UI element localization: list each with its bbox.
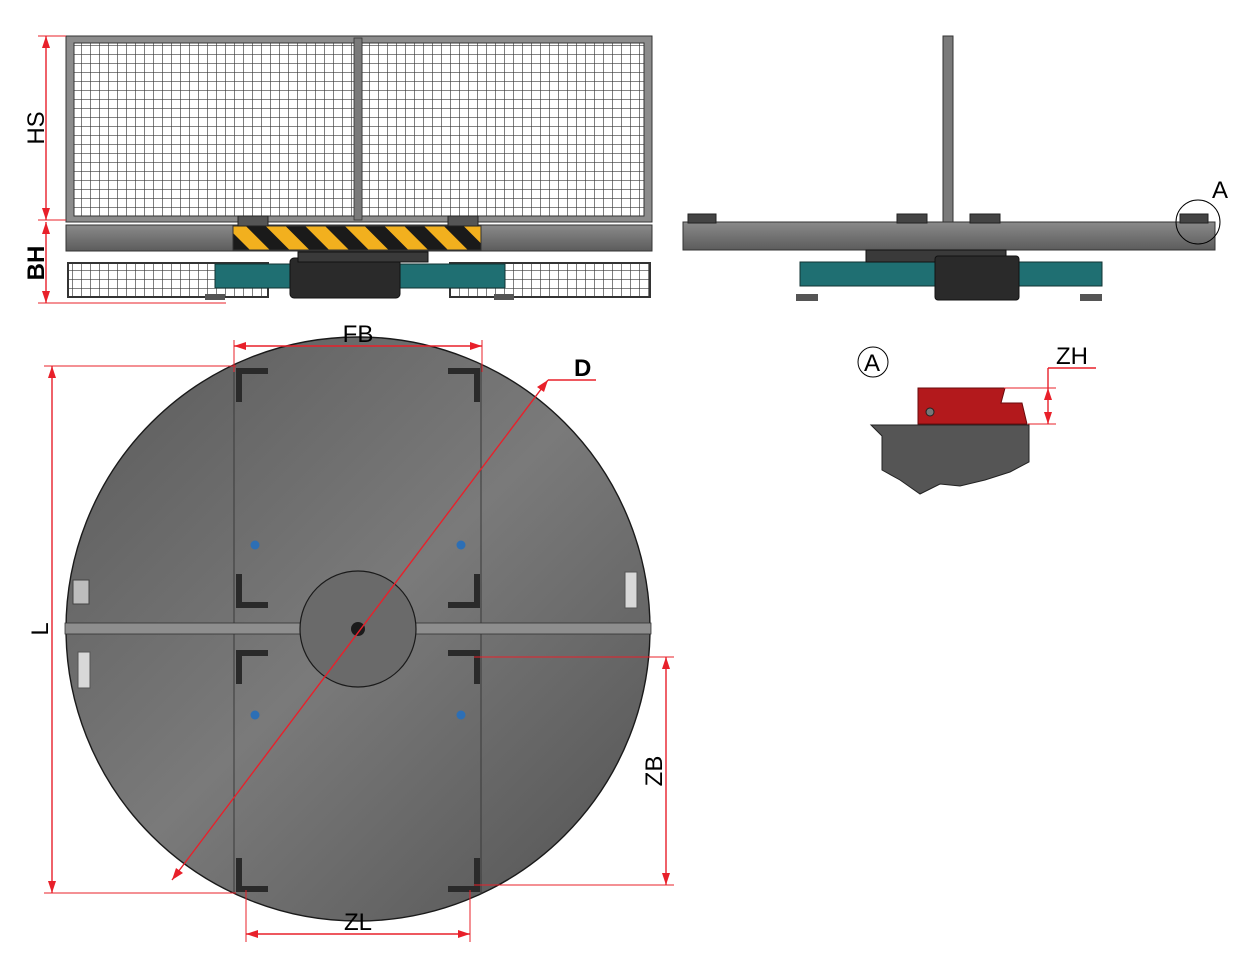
side-clamp-4 xyxy=(1179,213,1209,224)
side-clamp-3 xyxy=(969,213,1001,224)
top-view xyxy=(64,336,652,922)
side-foot-right xyxy=(1080,294,1102,301)
clamp-right xyxy=(447,215,479,227)
hazard-strip xyxy=(232,225,482,251)
dim-l: L xyxy=(27,622,54,635)
side-plate xyxy=(682,221,1216,251)
dim-fb: FB xyxy=(343,321,374,348)
fence-post xyxy=(353,37,363,221)
warning-label-right xyxy=(624,571,638,609)
front-view xyxy=(65,35,653,300)
side-foot-left xyxy=(796,294,818,301)
detail-marker-label: A xyxy=(1212,177,1228,204)
detail-title-label: A xyxy=(864,350,880,377)
id-plate xyxy=(72,579,90,605)
side-post xyxy=(942,35,954,225)
side-drive xyxy=(934,255,1020,301)
dim-bh: BH xyxy=(23,246,50,281)
detail-title-circle xyxy=(857,346,889,378)
gear-ring xyxy=(297,251,429,263)
detail-stopper xyxy=(917,387,1028,425)
foot-right xyxy=(494,294,514,300)
warning-label-left xyxy=(77,651,91,689)
hex-bolts xyxy=(250,540,466,720)
brackets xyxy=(236,368,480,892)
dim-zb: ZB xyxy=(641,756,668,787)
dim-d: D xyxy=(574,355,591,382)
dim-zh: ZH xyxy=(1056,343,1088,370)
side-clamp-1 xyxy=(687,213,717,224)
fence-mesh-left xyxy=(73,42,357,217)
side-view: A xyxy=(682,35,1228,301)
dimensions: HS BH FB D L ZB xyxy=(23,35,1096,942)
drive-unit xyxy=(289,257,401,299)
fence-mesh-right xyxy=(361,42,645,217)
dim-zl: ZL xyxy=(344,909,372,936)
dim-hs: HS xyxy=(23,111,50,144)
side-clamp-2 xyxy=(896,213,928,224)
detail-a: A xyxy=(857,346,1030,495)
foot-left xyxy=(205,294,225,300)
clamp-left xyxy=(237,215,269,227)
detail-plate-section xyxy=(869,424,1030,495)
detail-marker-circle xyxy=(1175,199,1221,245)
